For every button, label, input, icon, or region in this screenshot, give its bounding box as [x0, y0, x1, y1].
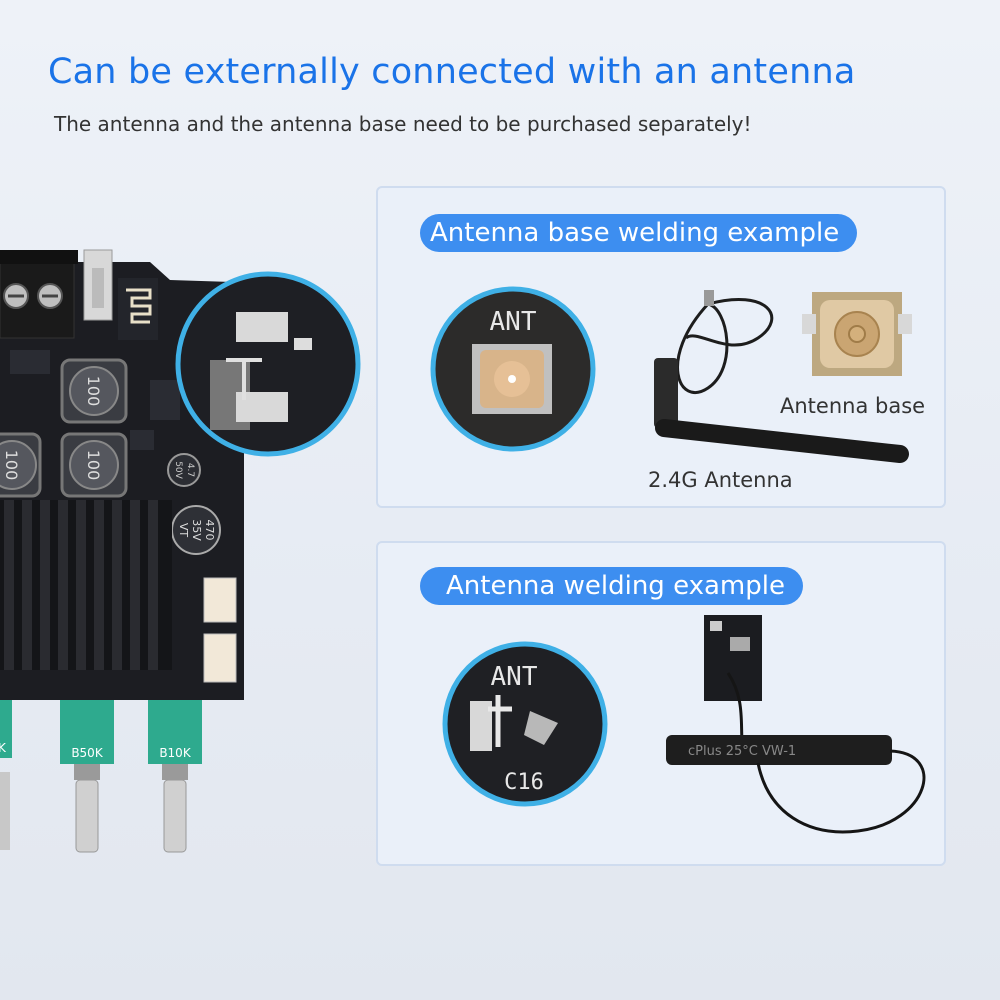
inductor-label: 100 — [2, 450, 21, 481]
capacitor-large: 470 35V VT — [171, 505, 221, 555]
antenna-welding-title: Antenna welding example — [420, 567, 803, 605]
welded-antenna-illustration: cPlus 25°C VW-1 — [666, 615, 926, 834]
subheadline: The antenna and the antenna base need to… — [54, 112, 752, 136]
jst-connector — [203, 633, 237, 683]
potentiometer: B50K — [60, 700, 114, 853]
antenna-tube-text: cPlus 25°C VW-1 — [688, 744, 796, 759]
inductor: 100 — [60, 432, 128, 498]
capacitor-small: 4.7 50V — [167, 453, 201, 487]
bluetooth-module — [118, 278, 158, 340]
antenna-base-title: Antenna base welding example — [420, 214, 858, 252]
inductor-label: 100 — [84, 376, 103, 407]
zoom-callout — [175, 271, 361, 457]
inductor: 100 — [60, 358, 128, 424]
c16-silkscreen: C16 — [504, 770, 544, 795]
inductor: 100 — [0, 432, 42, 498]
svg-text:470: 470 — [203, 520, 216, 541]
antenna-base-part — [802, 292, 912, 376]
svg-text:50V: 50V — [173, 461, 183, 479]
svg-text:VT: VT — [177, 523, 190, 538]
potentiometer: B10K — [148, 700, 202, 853]
heatsink — [0, 500, 172, 670]
svg-text:K: K — [0, 741, 7, 755]
svg-text:B50K: B50K — [71, 746, 104, 760]
amplifier-board-illustration: 100 100 100 4.7 50V 470 35V VT — [0, 249, 361, 853]
inductor-label: 100 — [84, 450, 103, 481]
antenna-base-zoom: ANT — [430, 286, 596, 452]
antenna-welding-panel: Antenna welding example ANT C16 cPlus 25… — [376, 541, 946, 866]
antenna-tube — [666, 735, 892, 765]
antenna-illustration — [654, 290, 909, 463]
svg-text:35V: 35V — [190, 519, 203, 541]
headline: Can be externally connected with an ante… — [48, 52, 856, 92]
jst-connector — [203, 577, 237, 623]
antenna-caption: 2.4G Antenna — [648, 468, 793, 492]
antenna-base-caption: Antenna base — [780, 394, 926, 418]
svg-text:B10K: B10K — [159, 746, 192, 760]
antenna-base-panel: Antenna base welding example ANT 2.4G An… — [376, 186, 946, 508]
antenna-welding-zoom: ANT C16 — [442, 641, 608, 807]
ant-silkscreen: ANT — [490, 307, 537, 337]
ant-silkscreen: ANT — [491, 662, 538, 692]
svg-text:4.7: 4.7 — [185, 463, 195, 477]
potentiometer: K — [0, 700, 12, 850]
